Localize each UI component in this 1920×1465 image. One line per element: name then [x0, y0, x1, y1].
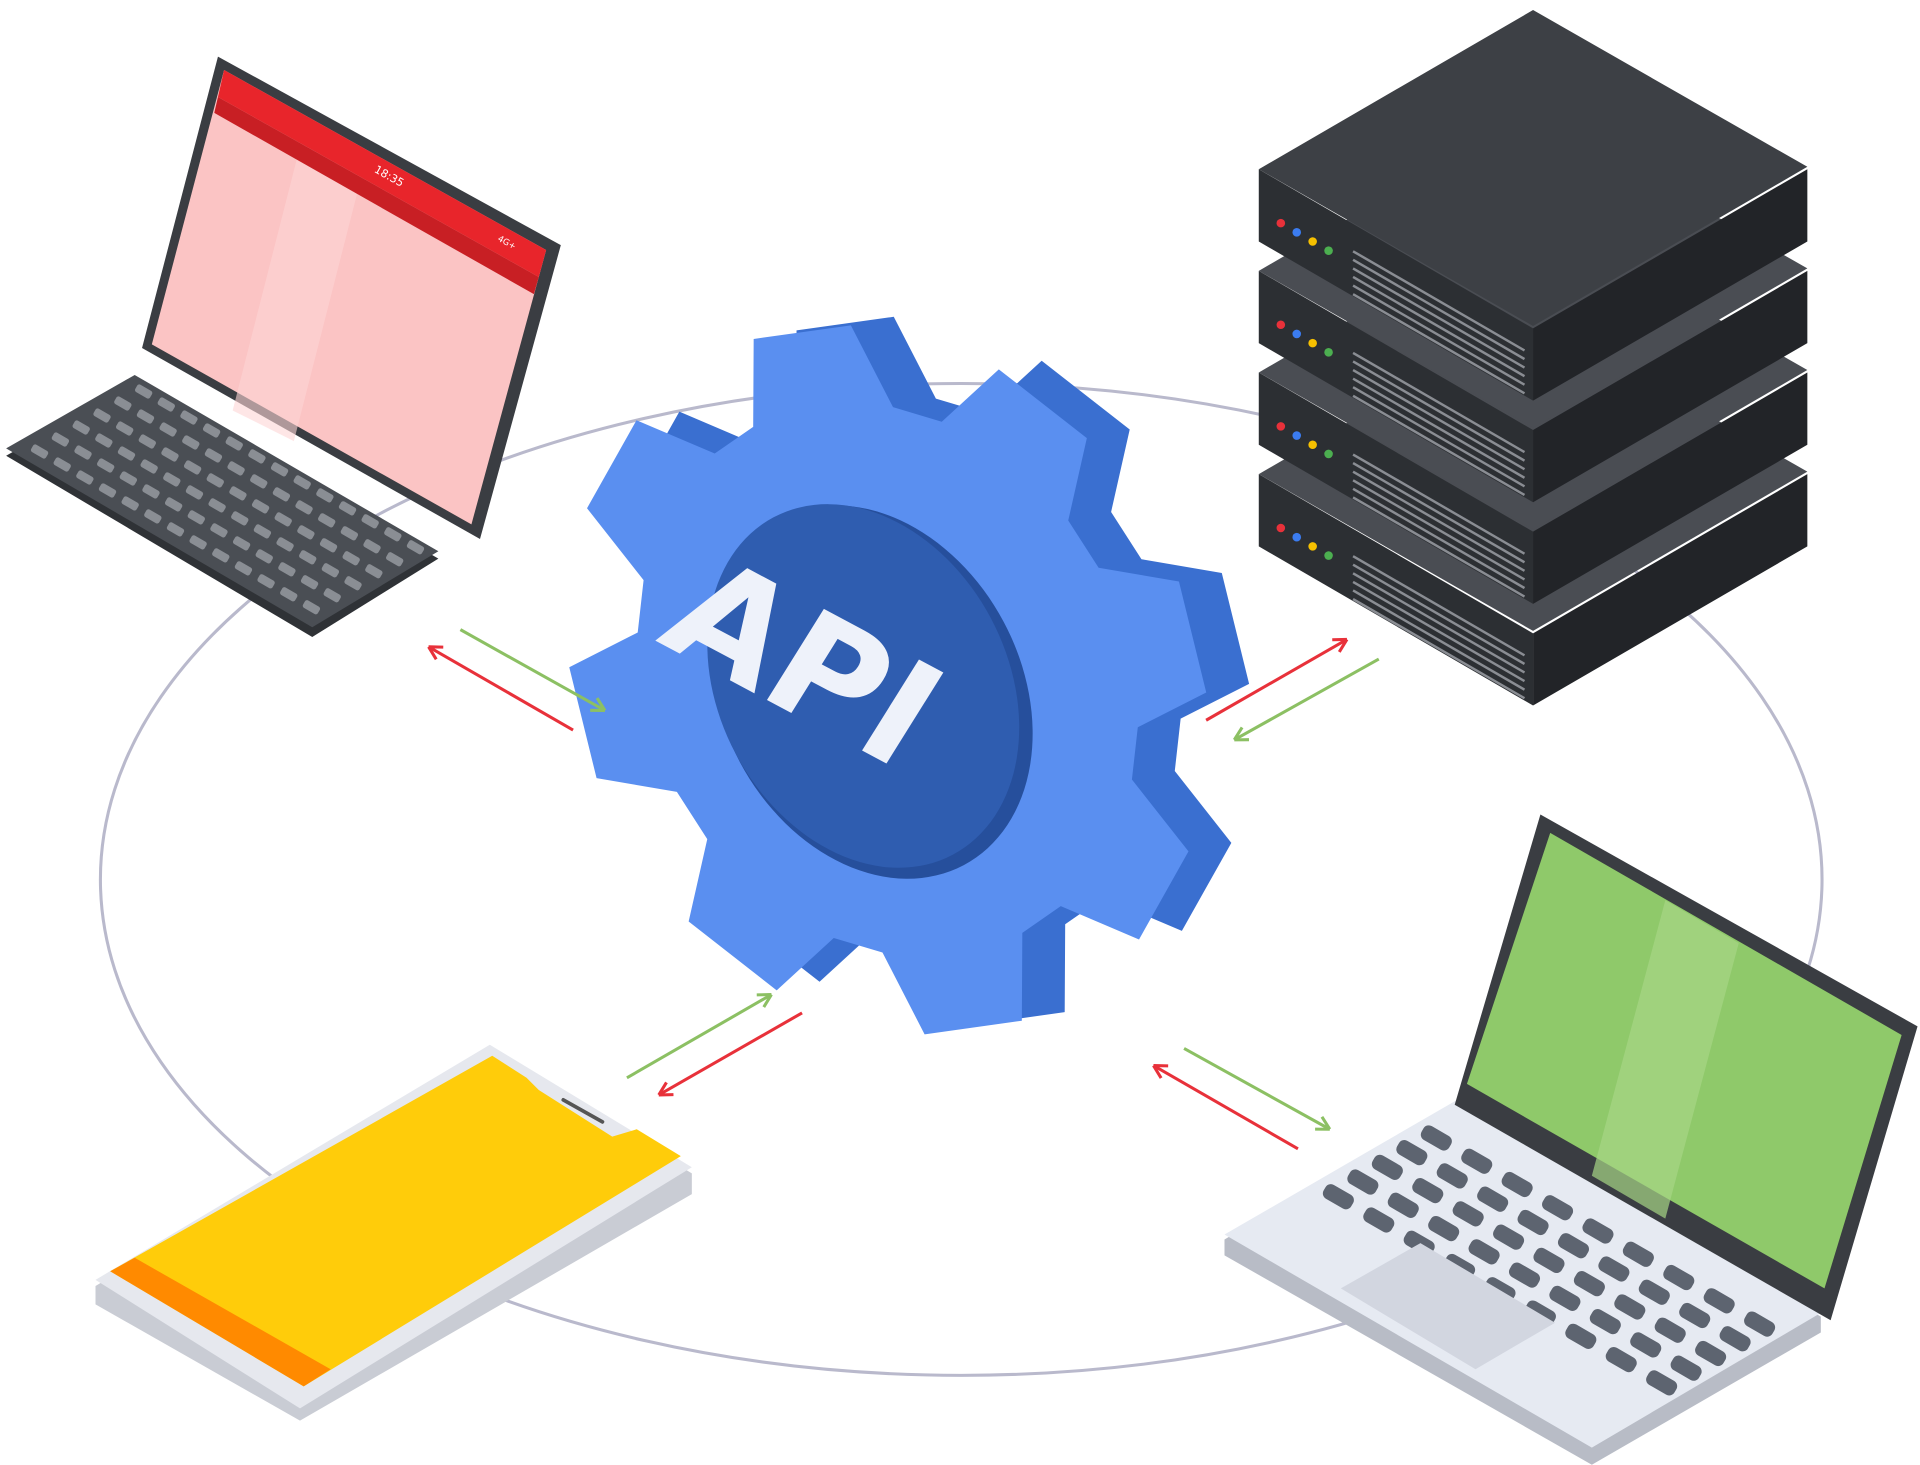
keyboard-icon	[6, 374, 439, 637]
status-led	[1292, 228, 1302, 237]
data-flow-arrow	[626, 993, 773, 1080]
phone-icon	[95, 1044, 692, 1421]
status-led	[1292, 532, 1302, 542]
status-led	[1324, 449, 1333, 459]
data-flow-arrow	[1233, 657, 1380, 742]
status-led	[1292, 431, 1302, 440]
status-led	[1292, 329, 1302, 339]
status-led	[1276, 523, 1286, 533]
status-led	[1308, 440, 1317, 450]
server-unit-side	[1533, 372, 1808, 604]
laptop-icon	[1224, 814, 1918, 1465]
status-led	[1324, 348, 1333, 357]
status-led	[1324, 551, 1333, 560]
data-flow-arrow	[459, 628, 606, 712]
status-led	[1308, 542, 1317, 551]
server-unit-side	[1533, 169, 1808, 401]
status-led	[1308, 338, 1317, 348]
tablet-icon: 18:35 4G+	[142, 56, 561, 540]
status-led	[1276, 218, 1286, 228]
data-flow-arrow	[1205, 638, 1348, 722]
data-flow-arrow	[1152, 1064, 1299, 1151]
gear-icon: API	[569, 316, 1250, 1035]
data-flow-arrow	[1183, 1047, 1331, 1131]
data-flow-arrow	[658, 1011, 803, 1097]
server-top	[1258, 10, 1808, 326]
server-unit-side	[1533, 474, 1808, 706]
arrow-icon	[427, 628, 1380, 1151]
orbit-ring	[98, 381, 1824, 1377]
status-led	[1276, 422, 1286, 431]
data-flow-arrow	[427, 645, 574, 732]
server-icon	[1258, 10, 1808, 706]
status-led	[1324, 246, 1333, 255]
server-unit-side	[1533, 270, 1808, 503]
status-led	[1308, 237, 1317, 246]
status-led	[1276, 320, 1286, 330]
